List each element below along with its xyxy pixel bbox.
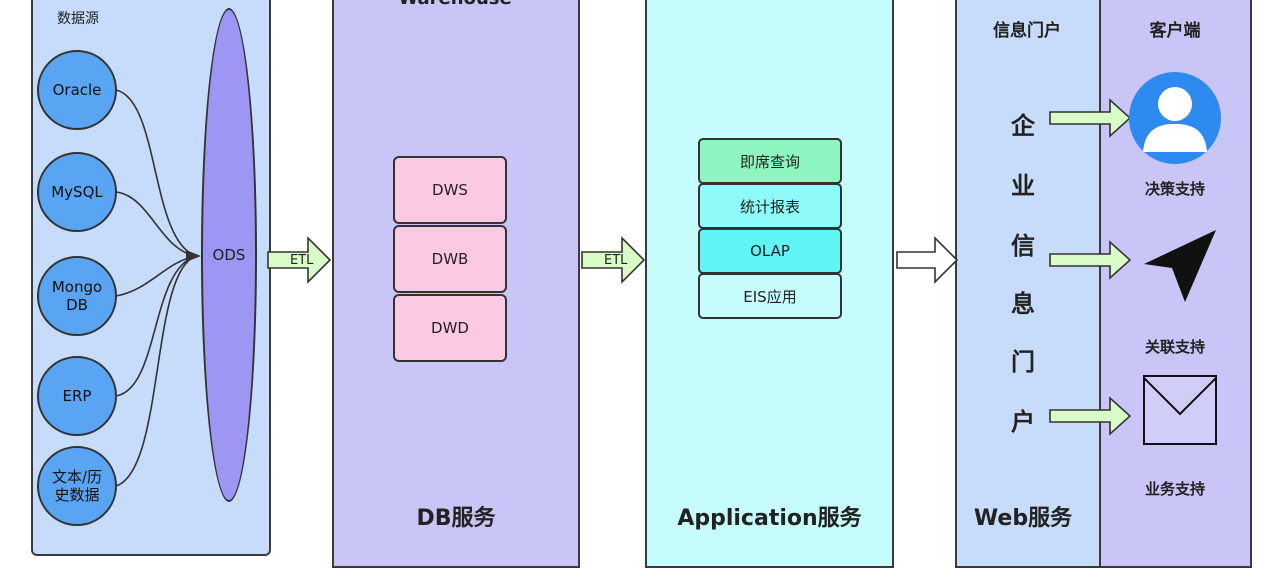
portal-arrow-1 xyxy=(1049,98,1132,138)
etl-label-2: ETL xyxy=(604,253,628,268)
portal-char: 企 xyxy=(1011,112,1035,140)
client-title: 客户端 xyxy=(1149,21,1201,41)
connector-arrowhead xyxy=(186,250,201,262)
user-avatar-icon xyxy=(1129,72,1221,164)
decision-support-label: 决策支持 xyxy=(1144,180,1205,198)
etl-label-1: ETL xyxy=(290,253,314,268)
portal-char: 信 xyxy=(1011,232,1035,260)
portal-char: 业 xyxy=(1011,172,1035,200)
source-mysql: MySQL xyxy=(37,152,117,232)
envelope-icon xyxy=(1143,375,1217,445)
warehouse-title: Warehouse xyxy=(360,0,550,9)
app-eis: EIS应用 xyxy=(698,273,842,319)
web-portal-panel xyxy=(955,0,1101,568)
etl-arrow-1 xyxy=(267,236,332,284)
data-sources-title: 数据源 xyxy=(57,11,99,27)
connector-oracle xyxy=(115,89,197,257)
diagram-overlay xyxy=(267,72,1221,445)
connector-erp xyxy=(115,255,197,397)
portal-arrow-3 xyxy=(1049,396,1132,436)
portal-char: 门 xyxy=(1011,348,1035,376)
layer-dwb: DWB xyxy=(393,225,507,293)
connector-text xyxy=(115,255,197,487)
source-erp: ERP xyxy=(37,356,117,436)
etl-arrow-2 xyxy=(581,236,646,284)
source-connectors xyxy=(115,89,201,487)
web-service-label: Web服务 xyxy=(973,506,1073,531)
connector-mysql xyxy=(115,191,197,257)
business-support-label: 业务支持 xyxy=(1144,480,1205,498)
source-mongodb: Mongo DB xyxy=(37,256,117,336)
association-support-label: 关联支持 xyxy=(1144,338,1205,356)
source-text-history: 文本/历史数据 xyxy=(37,446,117,526)
application-service-label: Application服务 xyxy=(677,506,862,531)
app-to-web-arrow xyxy=(896,236,959,284)
portal-title: 信息门户 xyxy=(993,21,1061,41)
navigation-arrow-icon xyxy=(1144,230,1216,302)
ods-ellipse xyxy=(201,8,257,502)
db-service-label: DB服务 xyxy=(416,506,496,531)
layer-dwd: DWD xyxy=(393,294,507,362)
layer-dws: DWS xyxy=(393,156,507,224)
source-oracle: Oracle xyxy=(37,50,117,130)
portal-char: 户 xyxy=(1011,408,1035,436)
portal-char: 息 xyxy=(1011,290,1035,318)
ods-label: ODS xyxy=(212,246,246,264)
portal-arrow-2 xyxy=(1049,240,1132,280)
